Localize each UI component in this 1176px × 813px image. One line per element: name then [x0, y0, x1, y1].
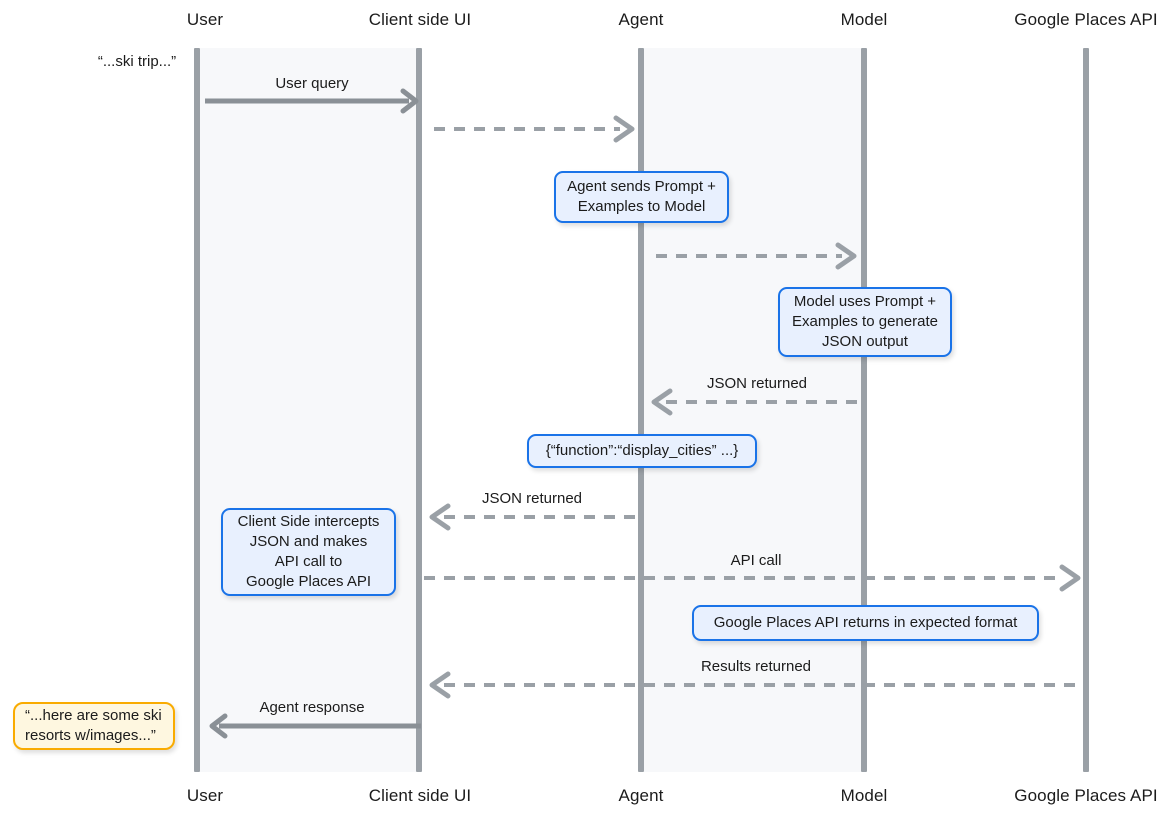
user-reply-callout: “...here are some ski resorts w/images..… — [13, 702, 175, 750]
note-model-generates-json-text: Model uses Prompt + Examples to generate… — [792, 293, 938, 350]
note-client-intercepts: Client Side intercepts JSON and makes AP… — [221, 508, 396, 596]
note-agent-sends-prompt-text: Agent sends Prompt + Examples to Model — [567, 178, 716, 215]
band-agent-model — [644, 48, 861, 772]
header-label-agent: Agent — [618, 10, 664, 29]
msg-label-results-returned: Results returned — [700, 658, 812, 675]
footer-label-model: Model — [840, 786, 888, 805]
lifeline-client — [416, 48, 422, 772]
lifeline-user — [194, 48, 200, 772]
msg-label-json-returned-1: JSON returned — [706, 375, 808, 392]
arrow-client-to-agent — [434, 115, 635, 143]
footer-label-places: Google Places API — [1014, 786, 1158, 805]
note-places-returns-text: Google Places API returns in expected fo… — [713, 614, 1018, 632]
header-label-user: User — [186, 10, 224, 29]
header-label-places: Google Places API — [1014, 10, 1158, 29]
header-label-model: Model — [840, 10, 888, 29]
footer-label-user: User — [186, 786, 224, 805]
msg-label-agent-response: Agent response — [259, 699, 365, 716]
user-reply-callout-text: “...here are some ski resorts w/images..… — [25, 707, 162, 744]
header-label-client: Client side UI — [368, 10, 472, 29]
footer-label-client: Client side UI — [368, 786, 472, 805]
msg-label-api-call: API call — [730, 552, 782, 569]
note-model-generates-json: Model uses Prompt + Examples to generate… — [778, 287, 952, 357]
footer-label-agent: Agent — [618, 786, 664, 805]
band-user-client — [200, 48, 416, 772]
lifeline-places — [1083, 48, 1089, 772]
note-json-payload: {“function”:“display_cities” ...} — [527, 434, 757, 468]
note-client-intercepts-text: Client Side intercepts JSON and makes AP… — [237, 513, 380, 590]
arrow-json-returned-agent-client — [429, 503, 638, 531]
note-json-payload-text: {“function”:“display_cities” ...} — [545, 442, 739, 460]
msg-label-json-returned-2: JSON returned — [481, 490, 583, 507]
lifeline-model — [861, 48, 867, 772]
note-places-returns: Google Places API returns in expected fo… — [692, 605, 1039, 641]
user-request-quote: “...ski trip...” — [97, 53, 177, 70]
lifeline-agent — [638, 48, 644, 772]
msg-label-user-query: User query — [275, 75, 349, 92]
note-agent-sends-prompt: Agent sends Prompt + Examples to Model — [554, 171, 729, 223]
